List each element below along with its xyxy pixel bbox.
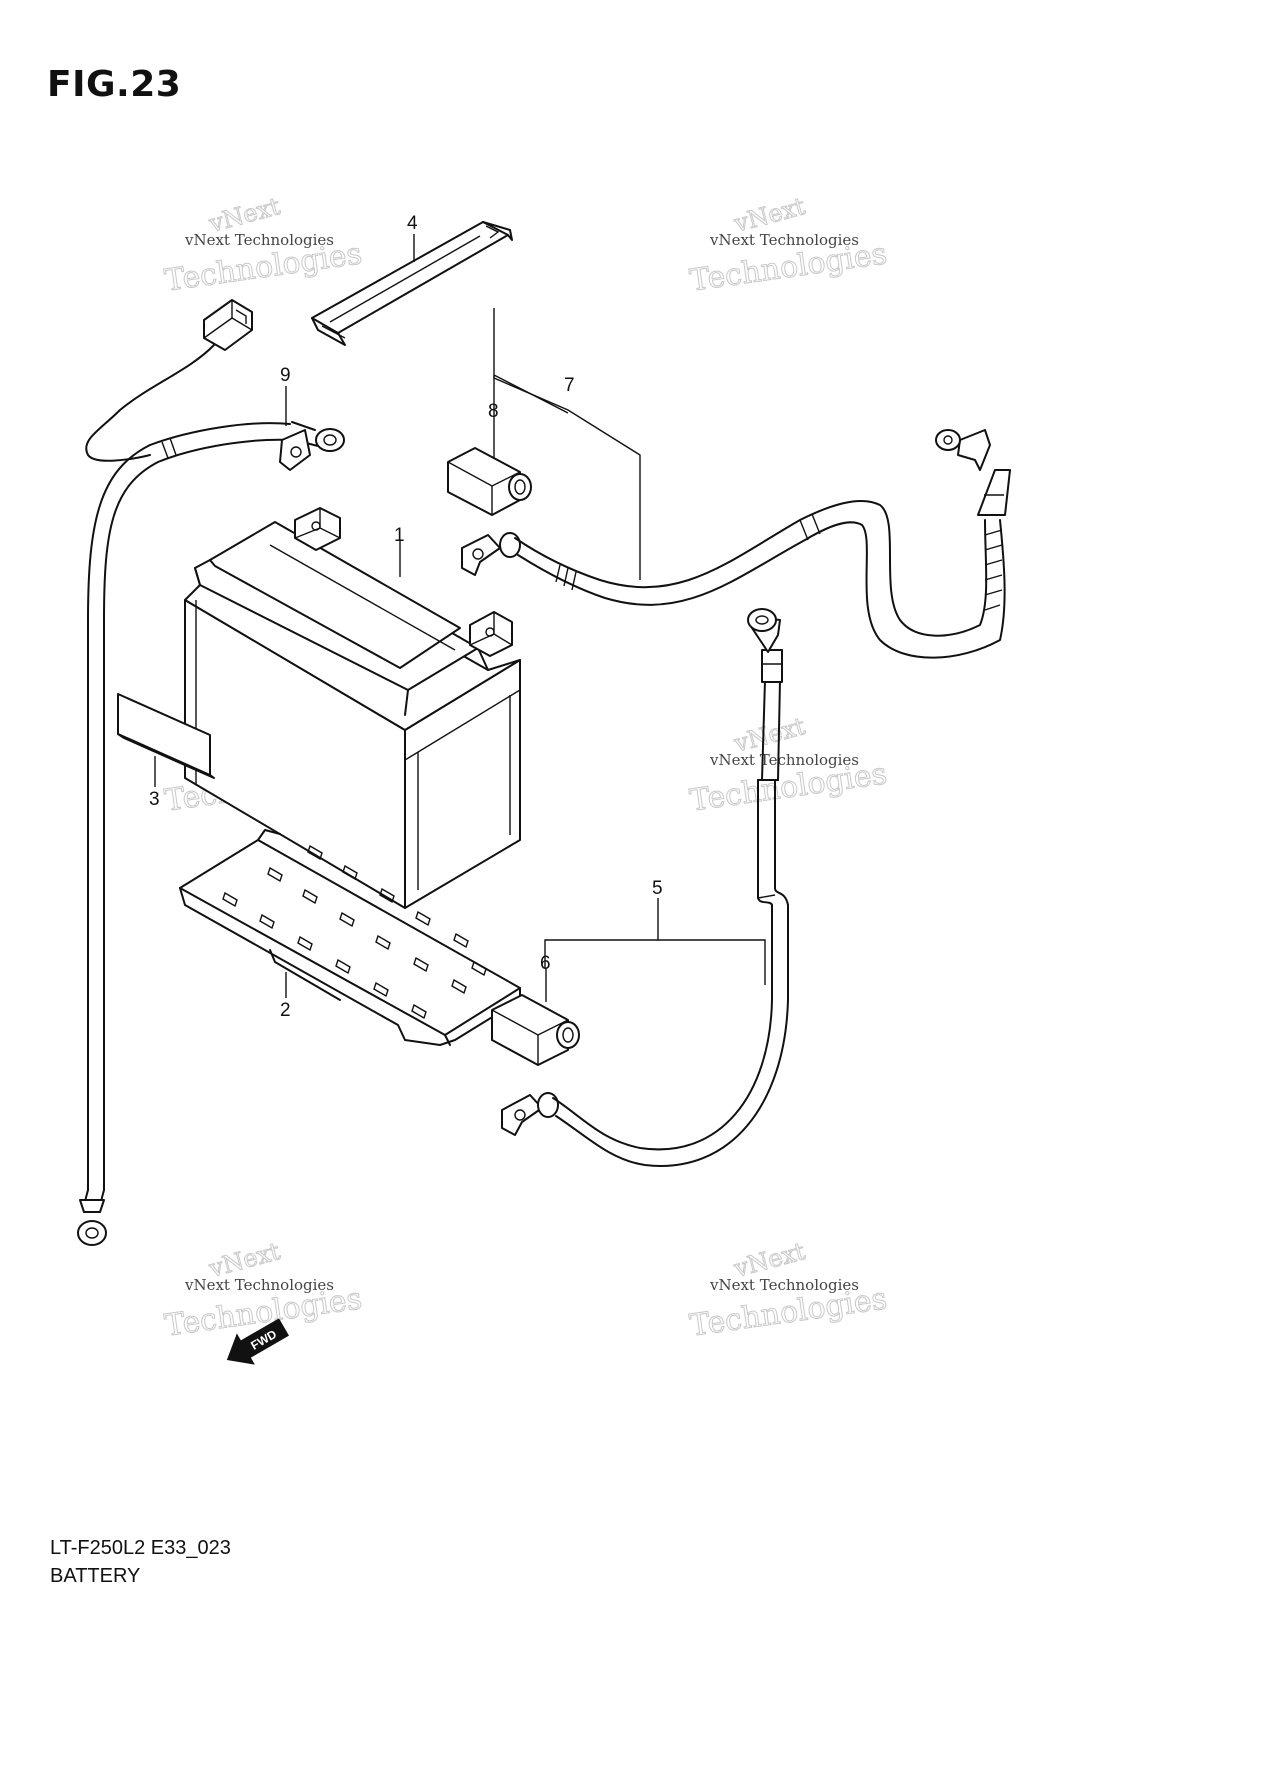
- battery-cable-part-7: [461, 429, 1011, 659]
- callout-5: 5: [652, 878, 663, 899]
- watermark-text: vNext Technologies: [709, 1276, 859, 1294]
- watermark-bottom-right: vNext vNext Technologies Technologies: [687, 1237, 889, 1345]
- battery-part-1: [184, 507, 521, 909]
- label-part-3: [117, 693, 215, 779]
- watermark-text: vNext Technologies: [184, 1276, 334, 1294]
- battery-cable-part-5: [501, 608, 789, 1167]
- callout-6: 6: [540, 953, 551, 974]
- callout-3: 3: [149, 789, 160, 810]
- callout-9: 9: [280, 365, 291, 386]
- callout-1: 1: [394, 525, 405, 546]
- watermark-text: vNext Technologies: [709, 231, 859, 249]
- callout-8: 8: [488, 401, 499, 422]
- battery-band-part-4: [311, 221, 513, 346]
- watermark-top-right: vNext vNext Technologies Technologies: [687, 192, 889, 300]
- callout-4: 4: [407, 213, 418, 234]
- terminal-cover-part-8: [447, 447, 532, 516]
- watermark-text: vNext Technologies: [709, 751, 859, 769]
- lead-wire-part-9: [77, 299, 345, 1246]
- callout-2: 2: [280, 1000, 291, 1021]
- model-code: LT-F250L2 E33_023: [50, 1537, 231, 1559]
- callouts: 4 9 7 8 1 3 5 6 2: [149, 213, 663, 1021]
- callout-7: 7: [564, 375, 575, 396]
- tray-slots: [222, 844, 487, 1020]
- watermark-mid-right: vNext vNext Technologies Technologies: [687, 712, 889, 820]
- battery-tray-part-2: [179, 829, 521, 1046]
- leader-lines: [154, 234, 766, 1002]
- figure-title: FIG.23: [47, 64, 182, 105]
- watermark-top-left: vNext vNext Technologies Technologies: [162, 192, 364, 300]
- watermark-text: vNext Technologies: [184, 231, 334, 249]
- diagram-name: BATTERY: [50, 1565, 141, 1587]
- terminal-cover-part-6: [491, 994, 580, 1066]
